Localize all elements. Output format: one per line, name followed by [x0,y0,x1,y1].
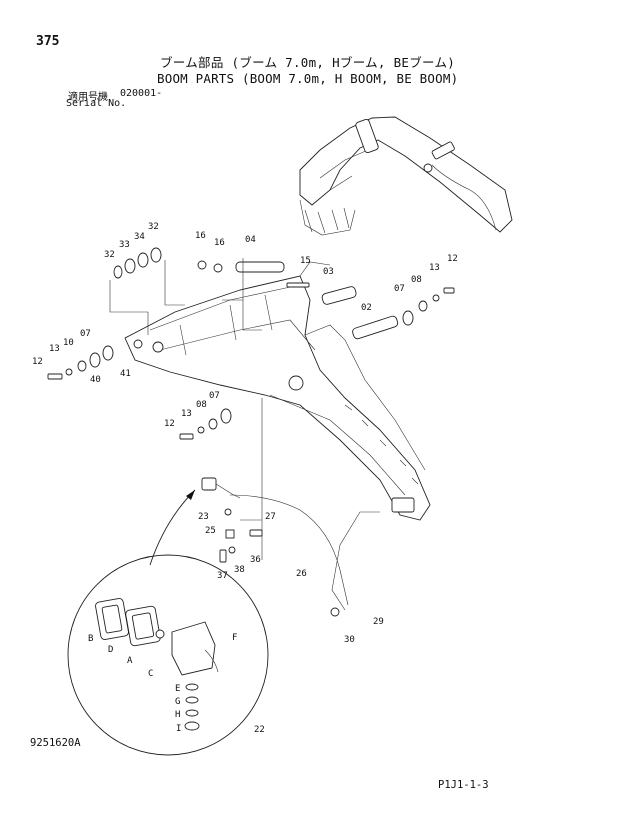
bolt-15 [286,282,310,288]
callout-D: D [108,645,113,655]
callout-A: A [127,656,133,666]
callout-E: E [175,684,180,694]
page-title: BOOM PARTS (BOOM 7.0m, H BOOM, BE BOOM) [157,71,459,86]
callout-16: 16 [195,231,206,241]
callout-07: 07 [80,329,91,339]
page-reference: P1J1-1-3 [438,779,489,791]
callout-41: 41 [120,369,131,379]
serial-number: 020001- [120,88,163,99]
callout-22: 22 [254,725,265,735]
pin-02 [352,315,399,340]
callout-36: 36 [250,555,261,565]
callout-13: 13 [49,344,60,354]
callout-29: 29 [373,617,384,627]
detail-arrowhead [186,490,195,500]
callout-08: 08 [196,400,207,410]
callout-12: 12 [447,254,458,264]
callout-08: 08 [411,275,422,285]
callout-03: 03 [323,267,334,277]
work-lamp-small [201,477,340,617]
callout-32: 32 [148,222,159,232]
callout-15: 15 [300,256,311,266]
callout-27: 27 [265,512,276,522]
boom-body-illustration [124,261,431,521]
callout-07: 07 [394,284,405,294]
callout-30: 30 [344,635,355,645]
pin-parts [47,247,455,440]
callout-37: 37 [217,571,228,581]
callout-C: C [148,669,153,679]
callout-labels: 32 34 33 32 16 16 04 15 03 13 12 08 07 0… [32,222,458,735]
page-title-japanese: ブーム部品 (ブーム 7.0m, Hブーム, BEブーム) [160,55,456,70]
detail-arrow [149,489,196,566]
callout-02: 02 [361,303,372,313]
callout-13: 13 [429,263,440,273]
figure-number: 9251620A [30,737,81,749]
callout-07: 07 [209,391,220,401]
callout-G: G [175,697,180,707]
callout-33: 33 [119,240,130,250]
pin-03 [321,286,357,305]
callout-I: I [176,724,181,734]
leader-lines [109,258,380,611]
callout-04: 04 [245,235,256,245]
callout-23: 23 [198,512,209,522]
callout-F: F [232,633,237,643]
callout-13: 13 [181,409,192,419]
callout-32: 32 [104,250,115,260]
pin-04 [235,261,285,273]
callout-25: 25 [205,526,216,536]
work-lamp-detail [67,554,269,756]
callout-16: 16 [214,238,225,248]
callout-38: 38 [234,565,245,575]
callout-40: 40 [90,375,101,385]
callout-B: B [88,634,93,644]
serial-label: Serial No. [66,98,127,109]
callout-12: 12 [32,357,43,367]
callout-10: 10 [63,338,74,348]
excavator-overview-illustration [299,116,513,236]
callout-26: 26 [296,569,307,579]
page-number: 375 [36,34,60,49]
callout-H: H [175,710,180,720]
callout-12: 12 [164,419,175,429]
callout-34: 34 [134,232,145,242]
serial-label-japanese: 適用号機 [68,92,108,103]
